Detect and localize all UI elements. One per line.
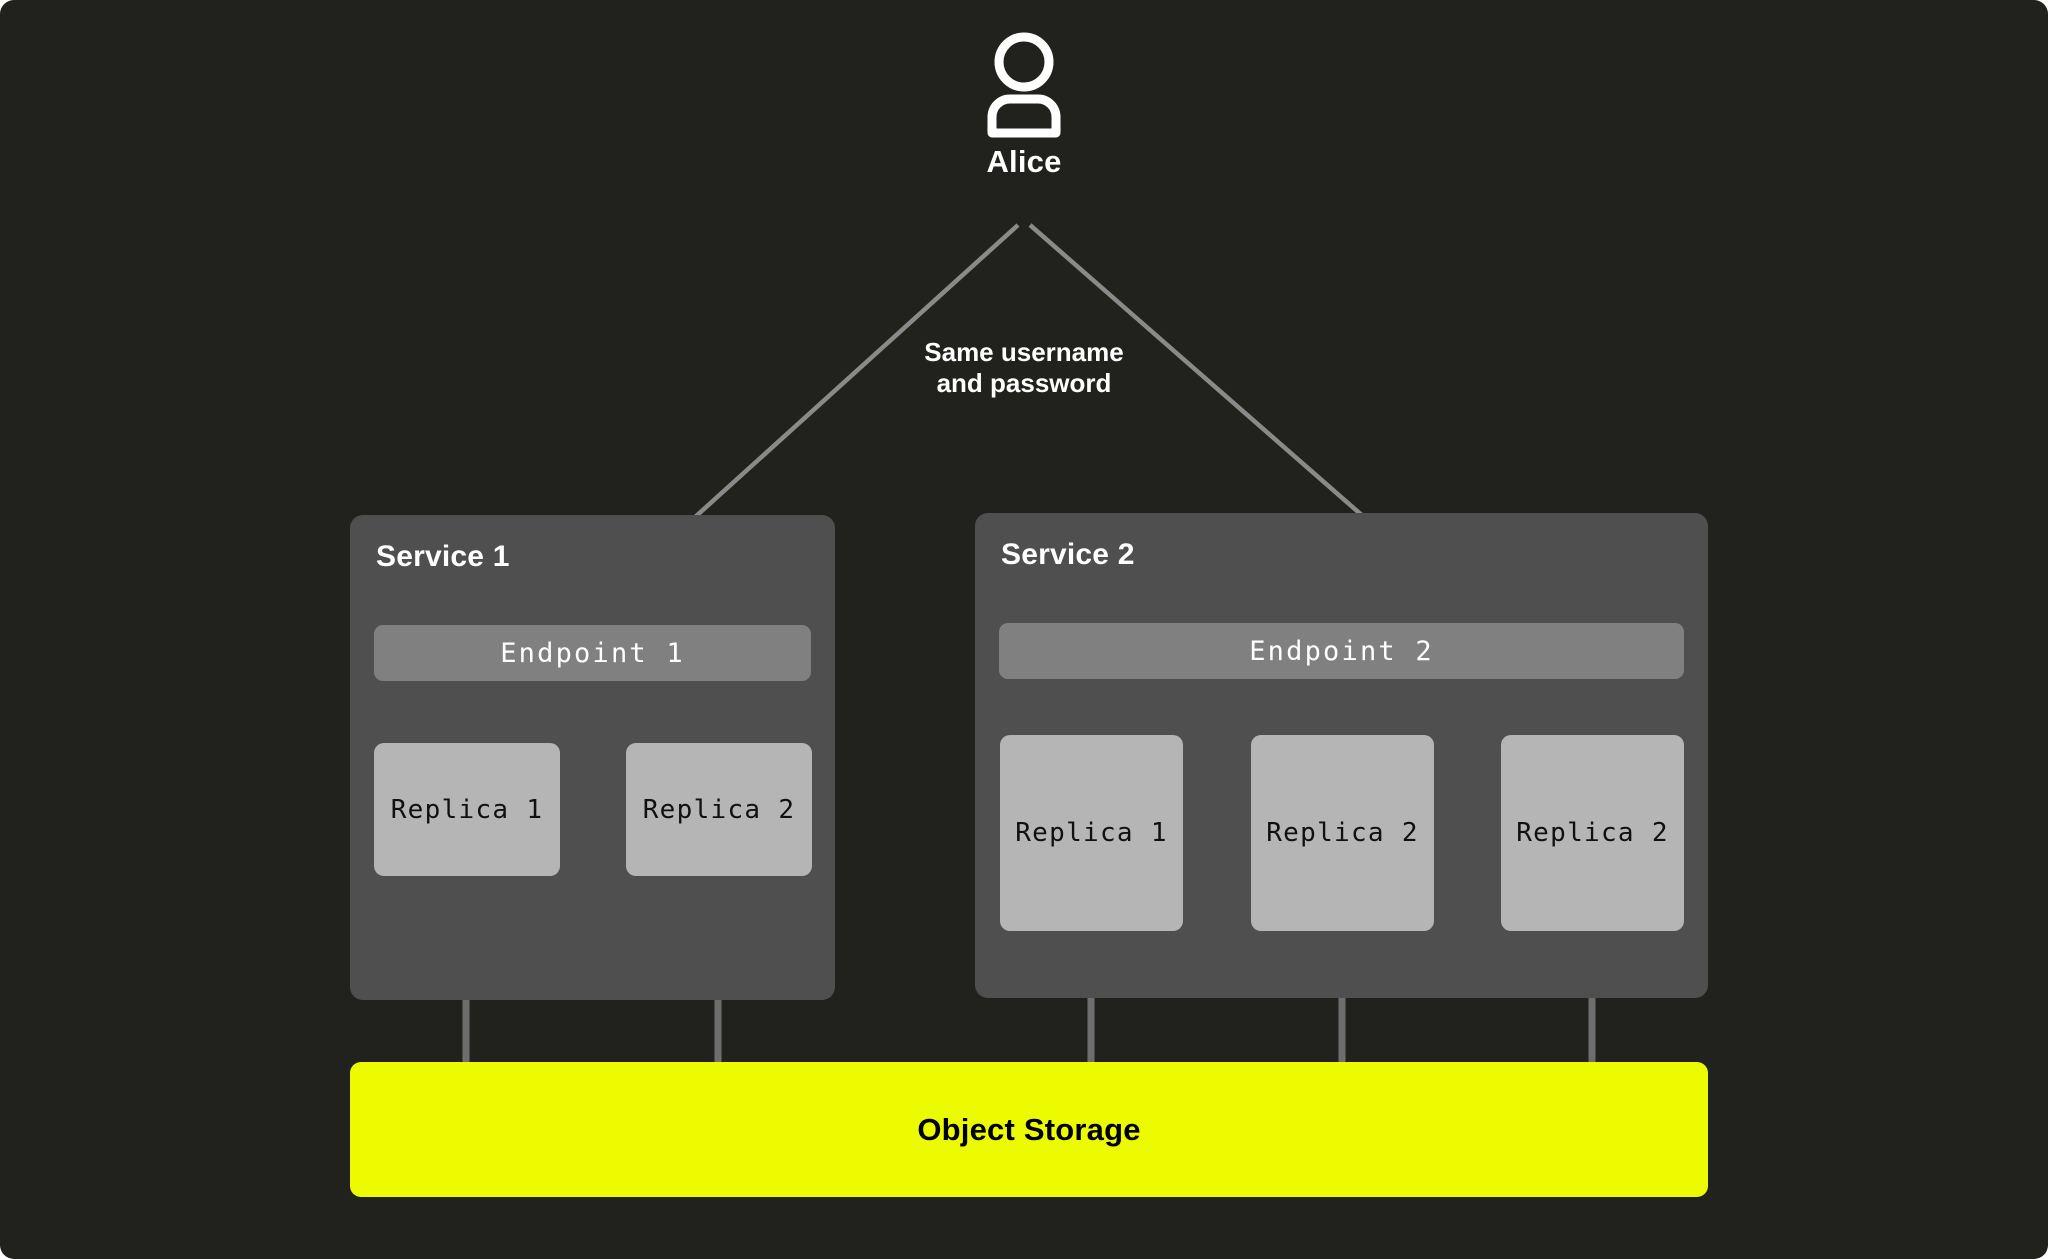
actor-name-label: Alice <box>986 144 1062 179</box>
caption-line-1: Same username <box>924 337 1124 367</box>
service-2-replica-2[interactable]: Replica 2 <box>1251 735 1434 931</box>
service-card-2[interactable]: Service 2 Endpoint 2 Replica 1 Replica 2… <box>975 513 1708 998</box>
shared-credentials-caption: Same username and password <box>824 337 1224 400</box>
service-2-title: Service 2 <box>1001 538 1135 571</box>
service-2-replica-3[interactable]: Replica 2 <box>1501 735 1684 931</box>
object-storage-label: Object Storage <box>917 1111 1141 1147</box>
service-card-1[interactable]: Service 1 Endpoint 1 Replica 1 Replica 2 <box>350 515 835 1000</box>
caption-line-2: and password <box>936 368 1112 399</box>
actor-alice: Alice <box>924 30 1124 180</box>
endpoint-1[interactable]: Endpoint 1 <box>374 625 811 681</box>
service-1-title: Service 1 <box>376 540 510 573</box>
service-2-replica-1[interactable]: Replica 1 <box>1000 735 1183 931</box>
object-storage-node[interactable]: Object Storage <box>350 1062 1708 1197</box>
user-icon <box>987 32 1061 138</box>
service-1-replica-2[interactable]: Replica 2 <box>626 743 812 876</box>
service-1-replica-1[interactable]: Replica 1 <box>374 743 560 876</box>
endpoint-2[interactable]: Endpoint 2 <box>999 623 1684 679</box>
